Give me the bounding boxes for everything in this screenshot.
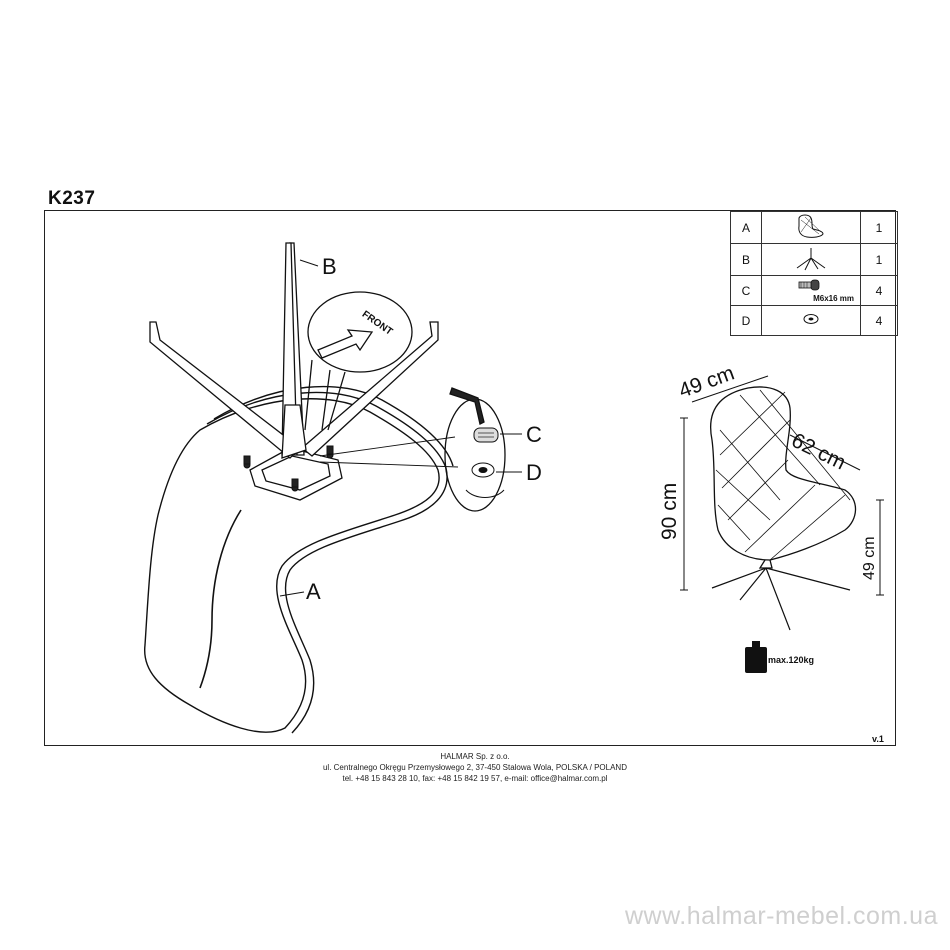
part-letter: B: [730, 243, 762, 276]
part-letter: A: [730, 211, 762, 244]
dim-seat-height: 49 cm: [861, 536, 878, 580]
part-image: [761, 305, 861, 336]
parts-table: A 1 B 1 C M6x16 mm 4 D: [730, 211, 898, 336]
company-address: ul. Centralnego Okręgu Przemysłowego 2, …: [322, 763, 627, 772]
detail-screw: [473, 427, 499, 443]
website-watermark: www.halmar-mebel.com.ua: [625, 902, 938, 930]
screw-size-note: M6x16 mm: [813, 294, 854, 303]
part-qty: 4: [860, 275, 898, 306]
weight-icon: [745, 641, 767, 673]
chair-base: [149, 242, 439, 459]
parts-row-c: C M6x16 mm 4: [730, 275, 898, 306]
front-arrow-bubble: [304, 291, 413, 431]
callout-a: A: [306, 579, 321, 604]
part-image: M6x16 mm: [761, 275, 861, 306]
seat-icon: [798, 214, 824, 238]
base-plate: [249, 447, 343, 501]
part-letter: C: [730, 275, 762, 306]
screw-icon: [798, 279, 820, 291]
model-code: K237: [48, 188, 96, 209]
part-image: [761, 243, 861, 276]
part-letter: D: [730, 305, 762, 336]
washer-icon: [803, 314, 819, 324]
version-label: v.1: [872, 734, 884, 744]
diagram-frame: [44, 210, 896, 746]
parts-row-d: D 4: [730, 305, 898, 336]
callout-d: D: [526, 460, 542, 485]
callout-b: B: [322, 254, 337, 279]
company-name: HALMAR Sp. z o.o.: [440, 752, 510, 761]
dimension-lines: [680, 375, 884, 596]
parts-row-a: A 1: [730, 211, 898, 244]
detail-washer: [465, 462, 505, 498]
part-image: [761, 211, 861, 244]
chair-side-view: [710, 386, 857, 631]
dim-width: 62 cm: [788, 429, 849, 475]
dim-height: 90 cm: [658, 483, 681, 540]
base-icon: [796, 248, 826, 271]
part-qty: 4: [860, 305, 898, 336]
callout-c: C: [526, 422, 542, 447]
max-load-label: max.120kg: [768, 655, 815, 665]
part-qty: 1: [860, 211, 898, 244]
hardware-detail-bubble: [319, 387, 506, 512]
part-qty: 1: [860, 243, 898, 276]
parts-row-b: B 1: [730, 243, 898, 276]
company-contact: tel. +48 15 843 28 10, fax: +48 15 842 1…: [342, 774, 608, 783]
company-footer: HALMAR Sp. z o.o. ul. Centralnego Okręgu…: [0, 751, 950, 784]
